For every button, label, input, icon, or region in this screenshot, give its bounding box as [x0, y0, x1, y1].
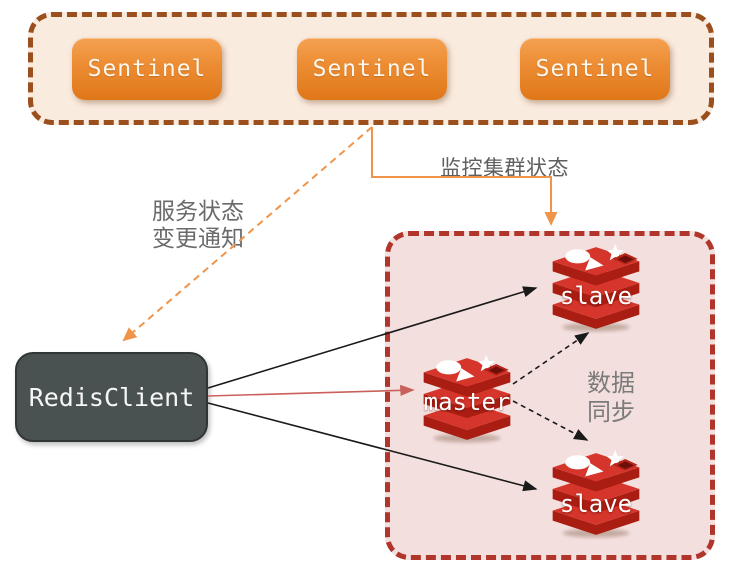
monitor-cluster-status-label: 监控集群状态	[440, 156, 569, 180]
sentinel-node-1-label: Sentinel	[87, 56, 207, 82]
data-sync-label: 数据 同步	[578, 369, 644, 427]
redis-slave-bottom-label: slave	[559, 490, 633, 518]
edge-client-to-master	[207, 384, 415, 397]
redis-slave-bottom-node: slave	[546, 448, 646, 540]
sentinel-node-2-label: Sentinel	[312, 56, 432, 82]
sync-label-line1: 数据	[587, 369, 635, 397]
notify-label-line2: 变更通知	[152, 226, 244, 252]
notify-label-line1: 服务状态	[152, 199, 244, 225]
sentinel-node-3-label: Sentinel	[535, 56, 655, 82]
sync-label-line2: 同步	[587, 398, 635, 426]
service-status-notify-label: 服务状态 变更通知	[140, 199, 256, 253]
redis-client-node: RedisClient	[15, 352, 208, 442]
redis-slave-top-node: slave	[546, 242, 646, 334]
sentinel-node-2: Sentinel	[297, 38, 447, 100]
redis-master-node: master	[417, 352, 517, 446]
redis-master-label: master	[423, 388, 511, 416]
sentinel-node-1: Sentinel	[72, 38, 222, 100]
redis-client-label: RedisClient	[28, 382, 195, 412]
sentinel-node-3: Sentinel	[520, 38, 670, 100]
redis-slave-top-label: slave	[559, 282, 633, 310]
